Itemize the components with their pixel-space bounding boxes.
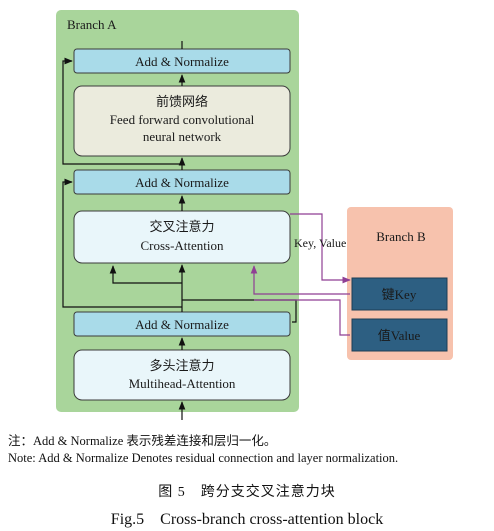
- note-chinese: 注：Add & Normalize 表示残差连接和层归一化。: [8, 434, 277, 448]
- figure-caption-chinese: 图 5 跨分支交叉注意力块: [158, 485, 336, 500]
- figure-caption-english: Fig.5 Cross-branch cross-attention block: [110, 511, 384, 528]
- residual-1: [62, 178, 182, 308]
- cross-attention-label-en: Cross-Attention: [140, 238, 224, 253]
- multihead-attention-label-en: Multihead-Attention: [129, 376, 236, 391]
- value-box: [351, 318, 448, 352]
- ffn-label-en-2: neural network: [143, 129, 222, 144]
- ffn-label-en-1: Feed forward convolutional: [110, 112, 255, 127]
- key-label: 键Key: [382, 287, 417, 302]
- add-normalize-bottom-label: Add & Normalize: [135, 317, 229, 332]
- value-label: 值Value: [378, 328, 421, 343]
- add-normalize-mid-label: Add & Normalize: [135, 175, 229, 190]
- ffn-label-cn: 前馈网络: [156, 94, 208, 109]
- query-path: [109, 265, 182, 284]
- add-normalize-top-label: Add & Normalize: [135, 54, 229, 69]
- note-english: Note: Add & Normalize Denotes residual c…: [8, 451, 399, 465]
- key-box: [351, 277, 448, 311]
- value-arrow: [254, 299, 350, 336]
- key-arrow: [250, 265, 350, 295]
- key-value-edge-label: Key, Value: [294, 236, 346, 250]
- cross-attention-diagram: Branch A Branch B 键Key 值Value Add & Norm…: [56, 10, 453, 420]
- branch-b-label: Branch B: [376, 229, 426, 244]
- branch-a-label: Branch A: [67, 17, 117, 32]
- residual-2: [62, 57, 182, 165]
- multihead-attention-label-cn: 多头注意力: [149, 358, 214, 373]
- cross-attention-label-cn: 交叉注意力: [149, 219, 214, 234]
- residual-3: [182, 299, 297, 323]
- key-value-arrow-top: [290, 213, 351, 284]
